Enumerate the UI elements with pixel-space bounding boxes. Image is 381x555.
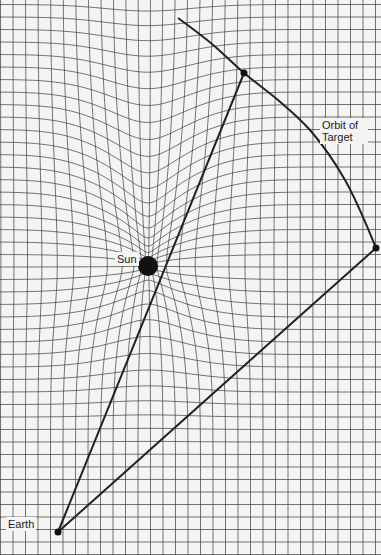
grid-line <box>0 554 381 555</box>
grid-line <box>245 0 250 555</box>
grid-line <box>0 516 381 517</box>
grid-line <box>287 0 289 555</box>
grid-line <box>0 205 381 247</box>
grid-line <box>0 5 381 12</box>
grid-line <box>195 0 213 555</box>
grid-line <box>0 80 381 106</box>
grid-line <box>157 0 176 555</box>
grid-line <box>337 0 338 555</box>
position-dot <box>373 245 380 252</box>
grid-line <box>0 269 381 280</box>
orbit-arc <box>178 18 376 248</box>
label: Orbit of Target <box>320 118 368 144</box>
grid-line <box>0 0 1 555</box>
grid-line <box>0 415 381 417</box>
grid-line <box>138 0 146 555</box>
grid-line <box>13 0 15 555</box>
grid-line <box>0 117 381 156</box>
grid-line <box>0 167 381 216</box>
grid-line <box>166 0 188 555</box>
grid-line <box>179 0 200 555</box>
grid-line <box>0 255 381 264</box>
grid-line <box>0 30 381 41</box>
sight-line <box>58 73 244 532</box>
grid-line <box>362 0 363 555</box>
grid-line <box>375 0 376 555</box>
grid-line <box>51 0 58 555</box>
grid-line <box>350 0 351 555</box>
grid-line <box>0 266 381 268</box>
grid-line <box>0 17 381 26</box>
grid-line <box>0 353 381 367</box>
grid-line <box>0 504 381 505</box>
grid-line <box>0 386 381 392</box>
grid-line <box>148 0 150 555</box>
grid-line <box>0 479 381 480</box>
grid-line <box>88 0 107 555</box>
grid-line <box>0 42 381 56</box>
grid-line <box>0 67 381 89</box>
grid-line <box>0 155 381 203</box>
position-dot <box>241 70 248 77</box>
position-dot <box>55 529 62 536</box>
grid-line <box>0 466 381 467</box>
grid-line <box>0 454 381 455</box>
grid-line <box>38 0 42 555</box>
sun-disc <box>138 256 158 276</box>
grid-line <box>101 0 123 555</box>
grid-line <box>113 0 134 555</box>
grid-line <box>0 428 381 429</box>
grid-line <box>0 370 381 379</box>
grid-line <box>300 0 301 555</box>
grid-line <box>312 0 313 555</box>
grid-line <box>260 0 263 555</box>
grid-line <box>0 320 381 342</box>
grid-line <box>0 401 381 405</box>
grid-line <box>26 0 28 555</box>
label: Earth <box>6 517 36 531</box>
grid-line <box>0 491 381 492</box>
grid-line <box>0 441 381 443</box>
grid-line <box>0 304 381 329</box>
label: Sun <box>115 252 139 266</box>
grid-line <box>325 0 326 555</box>
grid-line <box>0 542 381 543</box>
grid-line <box>0 217 381 253</box>
grid-line <box>0 273 381 292</box>
sight-line <box>58 248 376 532</box>
grid-line <box>274 0 276 555</box>
grid-line <box>0 280 381 304</box>
grid-line <box>0 336 381 354</box>
